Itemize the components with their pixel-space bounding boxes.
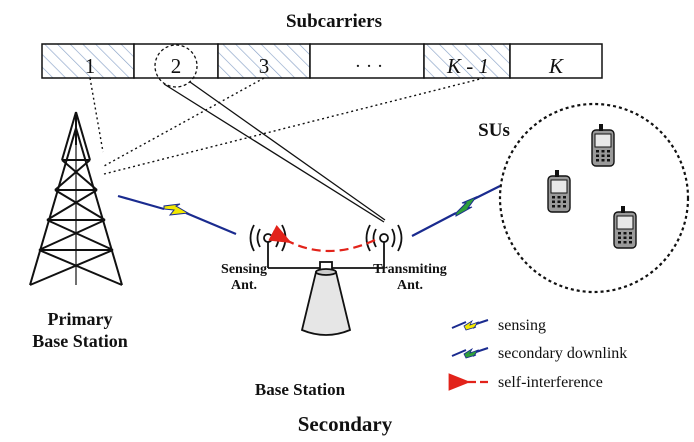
legend: sensing secondary downlink self-interfer…: [448, 317, 627, 391]
primary-occupancy-lines: [89, 77, 485, 175]
subcarrier-cell-2: [133, 43, 219, 79]
subcarrier-label-k-1: K - 1: [446, 54, 489, 78]
selected-subcarrier-lines: [163, 81, 386, 223]
legend-label-sensing: sensing: [498, 317, 546, 334]
legend-label-downlink: secondary downlink: [498, 345, 627, 362]
subcarrier-label-2: 2: [171, 54, 182, 78]
primary-bs-label-line1: Primary: [48, 309, 113, 329]
subcarrier-label-1: 1: [85, 54, 96, 78]
transmitting-antenna-label-line1: Transmiting: [373, 262, 447, 277]
sensing-link: [117, 194, 237, 236]
subcarrier-cell-1: [41, 43, 135, 79]
self-interference-arrow: [268, 224, 376, 253]
sus-label: SUs: [478, 120, 510, 141]
selected-subcarrier-circle: [154, 44, 198, 88]
su-phone-icon-1: [591, 123, 615, 167]
base-station-icon: [268, 261, 384, 336]
subcarrier-cell-k-1: [423, 43, 511, 79]
legend-item-self-interference: self-interference: [448, 373, 603, 391]
subcarriers-title: Subcarriers: [286, 11, 382, 32]
primary-bs-label-line2: Base Station: [32, 331, 128, 351]
subcarrier-cell-k: [509, 43, 603, 79]
secondary-label: Secondary: [298, 412, 393, 436]
subcarrier-label-3: 3: [259, 54, 270, 78]
subcarrier-label-k: K: [548, 54, 564, 78]
subcarrier-label-ellipsis: · · ·: [355, 56, 383, 77]
downlink-link: [411, 185, 501, 237]
su-phone-icon-2: [547, 169, 571, 213]
sensing-antenna-label-line1: Sensing: [221, 262, 267, 277]
legend-item-sensing: sensing: [451, 317, 546, 334]
base-station-label: Base Station: [255, 380, 346, 399]
transmitting-antenna-icon: [365, 224, 403, 268]
subcarrier-strip: 1 2 3 · · · K - 1 K: [41, 43, 603, 88]
primary-tower-icon: [29, 111, 123, 286]
legend-label-self-interference: self-interference: [498, 374, 603, 391]
transmitting-antenna-label-line2: Ant.: [397, 278, 423, 293]
legend-item-downlink: secondary downlink: [451, 345, 627, 362]
su-phone-icon-3: [613, 205, 637, 249]
sus-cluster-circle: [498, 102, 690, 294]
sensing-antenna-label-line2: Ant.: [231, 278, 257, 293]
